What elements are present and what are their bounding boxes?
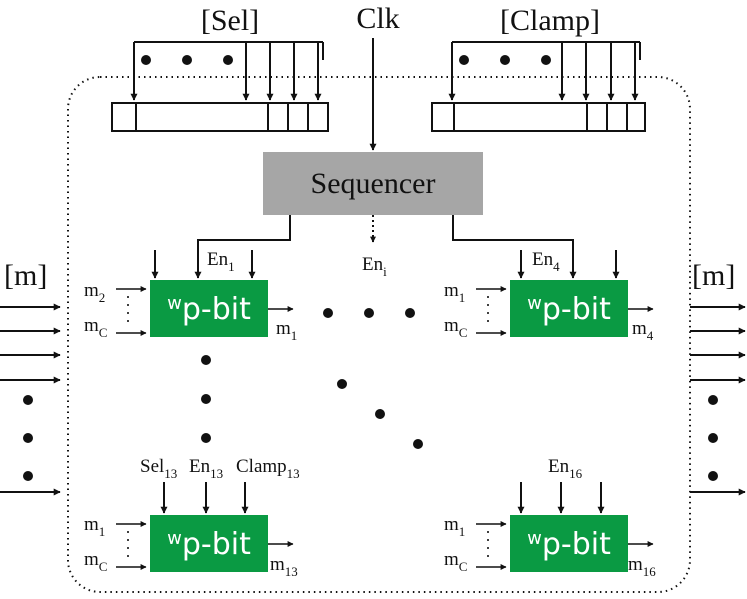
pbit-block-1: En1 wp-bit m2 mC m1 — [84, 249, 297, 343]
pbit-1-label: wp-bit — [167, 292, 251, 327]
m-bus-left-ellipsis — [23, 395, 33, 481]
horizontal-ellipsis — [323, 308, 415, 318]
pbit-block-4: En4 wp-bit m1 mC m4 — [444, 249, 654, 343]
pbit-4-input-bottom: mC — [444, 315, 467, 340]
pbit-block-16: En16 wp-bit m1 mC m16 — [444, 456, 656, 579]
diagonal-ellipsis — [337, 379, 423, 449]
pbit-4-output: m4 — [632, 318, 654, 343]
clamp-register — [431, 102, 646, 132]
pbit-1-output: m1 — [276, 318, 297, 343]
sel-bus-label: [Sel] — [201, 4, 259, 37]
pbit-4-en-label: En4 — [532, 249, 560, 274]
m-bus-left-arrows — [0, 303, 61, 496]
pbit-16-box — [510, 515, 628, 572]
m-bus-left-label: [m] — [4, 259, 47, 292]
en4-line — [452, 215, 577, 279]
pbit-13-input-bottom: mC — [84, 549, 107, 574]
sequencer-block: Sequencer — [263, 152, 483, 215]
pbit-13-clamp-label: Clamp13 — [236, 456, 300, 481]
eni-label: Eni — [362, 254, 387, 279]
pbit-4-input-top: m1 — [444, 280, 465, 305]
m-bus-right-arrows — [690, 303, 746, 496]
clamp-ellipsis — [459, 55, 551, 65]
pbit-16-label: wp-bit — [527, 527, 611, 562]
pbit-13-label: wp-bit — [167, 527, 251, 562]
pbit-13-output: m13 — [270, 554, 298, 579]
pbit-4-label: wp-bit — [527, 292, 611, 327]
pbit-1-en-label: En1 — [207, 249, 235, 274]
pbit-16-input-bottom: mC — [444, 549, 467, 574]
clamp-register-inputs — [448, 42, 639, 101]
pbit-1-input-top: m2 — [84, 280, 105, 305]
pbit-13-input-top: m1 — [84, 514, 105, 539]
clk-label: Clk — [356, 2, 399, 35]
pbit-4-box — [510, 280, 628, 337]
pbit-1-input-bottom: mC — [84, 315, 107, 340]
pbit-13-en-label: En13 — [189, 456, 223, 481]
m-bus-right-label: [m] — [692, 259, 735, 292]
pbit-block-13: Sel13 En13 Clamp13 wp-bit m1 mC m13 — [84, 456, 300, 579]
sel-ellipsis — [141, 55, 233, 65]
m-bus-right-ellipsis — [708, 395, 718, 481]
vertical-ellipsis — [201, 355, 211, 443]
pbit-16-input-top: m1 — [444, 514, 465, 539]
sel-register — [111, 102, 329, 132]
pbit-13-sel-label: Sel13 — [140, 456, 177, 481]
sequencer-box — [263, 152, 483, 215]
pbit-16-output: m16 — [628, 554, 656, 579]
sequencer-label: Sequencer — [311, 167, 436, 200]
clamp-bus-label: [Clamp] — [500, 4, 600, 37]
pbit-1-box — [150, 280, 268, 337]
en1-line — [194, 215, 291, 279]
sel-register-inputs — [130, 42, 322, 101]
pbit-16-en-label: En16 — [548, 456, 583, 481]
pbit-13-box — [150, 515, 268, 572]
